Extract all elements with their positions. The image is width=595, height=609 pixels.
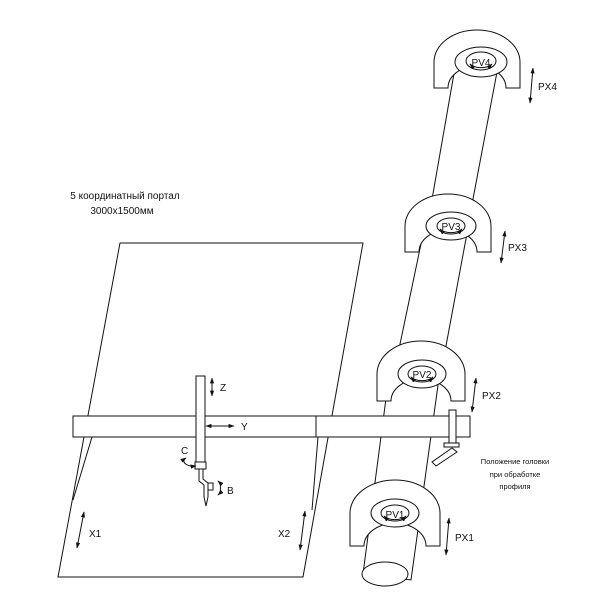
pv2-label: PV2 <box>413 370 432 381</box>
px4-label: PX4 <box>538 82 557 93</box>
note-line-1: Положение головки <box>481 457 549 466</box>
x2-axis-label: X2 <box>278 529 291 540</box>
px3-arrow <box>499 230 507 264</box>
b-axis-label: B <box>227 486 234 497</box>
px1-arrow <box>444 517 451 556</box>
pv3-label: PV3 <box>442 222 461 233</box>
alt-head-position <box>431 409 460 467</box>
gantry-beam <box>72 415 471 438</box>
x2-axis-arrow <box>298 510 307 551</box>
title-line-2: 3000x1500мм <box>90 206 153 217</box>
c-axis-arrow <box>180 457 197 469</box>
rotary-ring-pv2 <box>376 340 466 402</box>
gantry-left-leg <box>72 436 93 501</box>
rotary-ring-pv4 <box>433 29 521 89</box>
spindle-head <box>194 375 214 507</box>
pv4-label: PV4 <box>472 58 491 69</box>
c-axis-label: C <box>181 446 188 457</box>
gantry-right-leg <box>311 436 319 511</box>
note-line-3: профиля <box>499 482 530 491</box>
title-line-1: 5 координатный портал <box>70 191 180 202</box>
z-axis-label: Z <box>220 383 226 394</box>
px1-label: PX1 <box>455 533 474 544</box>
note-line-2: при обработке <box>490 470 541 479</box>
px3-label: PX3 <box>508 243 527 254</box>
work-table <box>57 242 364 578</box>
tube-end <box>361 561 409 587</box>
pv1-label: PV1 <box>386 510 405 521</box>
x1-axis-arrow <box>75 511 86 549</box>
rotary-ring-pv3 <box>404 193 492 253</box>
rotary-ring-pv1 <box>349 479 441 547</box>
y-axis-label: Y <box>241 422 248 433</box>
b-axis-arrow <box>217 480 224 496</box>
px2-arrow <box>470 377 478 413</box>
px4-arrow <box>528 67 535 104</box>
px2-label: PX2 <box>482 391 501 402</box>
x1-axis-label: X1 <box>89 529 102 540</box>
